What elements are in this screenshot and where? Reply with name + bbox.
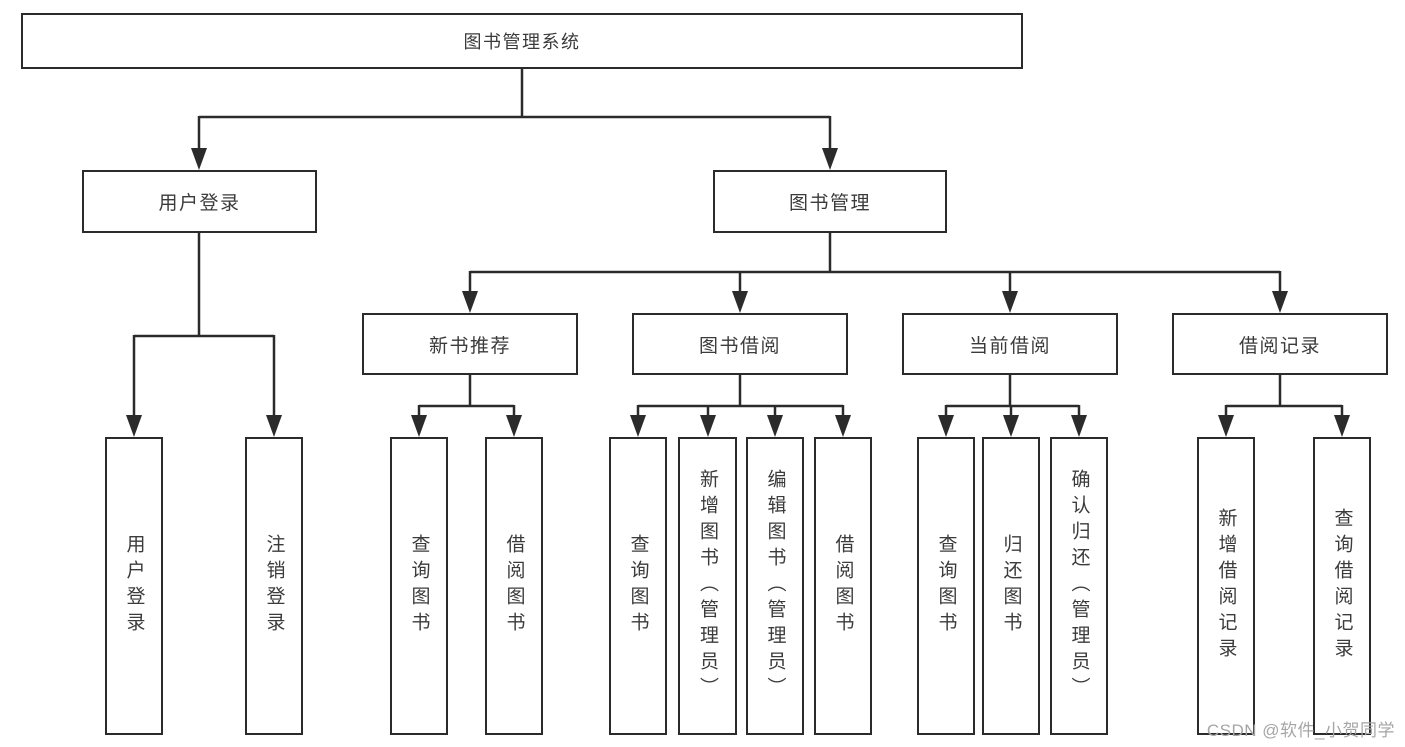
leaf-borrow-books: 借阅图书 bbox=[814, 437, 872, 735]
leaf-return-book: 归还图书 bbox=[982, 437, 1040, 735]
csdn-watermark: CSDN @软件_小贺同学 bbox=[1206, 721, 1395, 740]
node-label: 用户登录 bbox=[158, 193, 241, 214]
leaf-add-book-admin: 新增图书（管理员） bbox=[678, 437, 737, 735]
node-label: 查询图书 bbox=[935, 534, 957, 638]
node-label: 新书推荐 bbox=[428, 335, 511, 357]
leaf-borrow-books-recommend: 借阅图书 bbox=[485, 437, 543, 735]
node-label: 用户登录 bbox=[123, 534, 145, 638]
node-user-login: 用户登录 bbox=[82, 170, 317, 233]
node-new-book-recommend: 新书推荐 bbox=[362, 313, 578, 375]
leaf-edit-book-admin: 编辑图书（管理员） bbox=[746, 437, 804, 735]
node-label: 当前借阅 bbox=[968, 335, 1051, 357]
leaf-add-borrow-record: 新增借阅记录 bbox=[1197, 437, 1255, 735]
node-book-management: 图书管理 bbox=[713, 170, 947, 233]
node-label: 注销登录 bbox=[263, 534, 285, 638]
node-label: 新增图书（管理员） bbox=[697, 469, 718, 703]
node-label: 新增借阅记录 bbox=[1215, 508, 1237, 664]
leaf-user-login: 用户登录 bbox=[105, 437, 163, 735]
leaf-logout: 注销登录 bbox=[245, 437, 303, 735]
leaf-query-books-current: 查询图书 bbox=[917, 437, 975, 735]
leaf-query-books-recommend: 查询图书 bbox=[390, 437, 448, 735]
node-label: 查询图书 bbox=[627, 534, 649, 638]
leaf-query-borrow-record: 查询借阅记录 bbox=[1313, 437, 1371, 735]
node-label: 图书管理系统 bbox=[463, 32, 581, 52]
node-library-management-system: 图书管理系统 bbox=[21, 13, 1023, 69]
node-book-borrow: 图书借阅 bbox=[632, 313, 848, 375]
node-label: 借阅图书 bbox=[503, 534, 525, 638]
leaf-confirm-return-admin: 确认归还（管理员） bbox=[1050, 437, 1108, 735]
node-label: 确认归还（管理员） bbox=[1068, 469, 1090, 703]
node-label: 图书借阅 bbox=[698, 335, 781, 357]
node-label: 编辑图书（管理员） bbox=[764, 469, 786, 703]
node-label: 图书管理 bbox=[788, 193, 871, 214]
node-label: 借阅图书 bbox=[832, 534, 854, 638]
node-borrow-records: 借阅记录 bbox=[1172, 313, 1388, 375]
node-label: 查询借阅记录 bbox=[1331, 508, 1353, 664]
node-label: 查询图书 bbox=[408, 534, 430, 638]
leaf-query-books-borrow: 查询图书 bbox=[609, 437, 667, 735]
node-label: 借阅记录 bbox=[1238, 335, 1321, 357]
node-current-borrow: 当前借阅 bbox=[902, 313, 1118, 375]
node-label: 归还图书 bbox=[1000, 534, 1022, 638]
